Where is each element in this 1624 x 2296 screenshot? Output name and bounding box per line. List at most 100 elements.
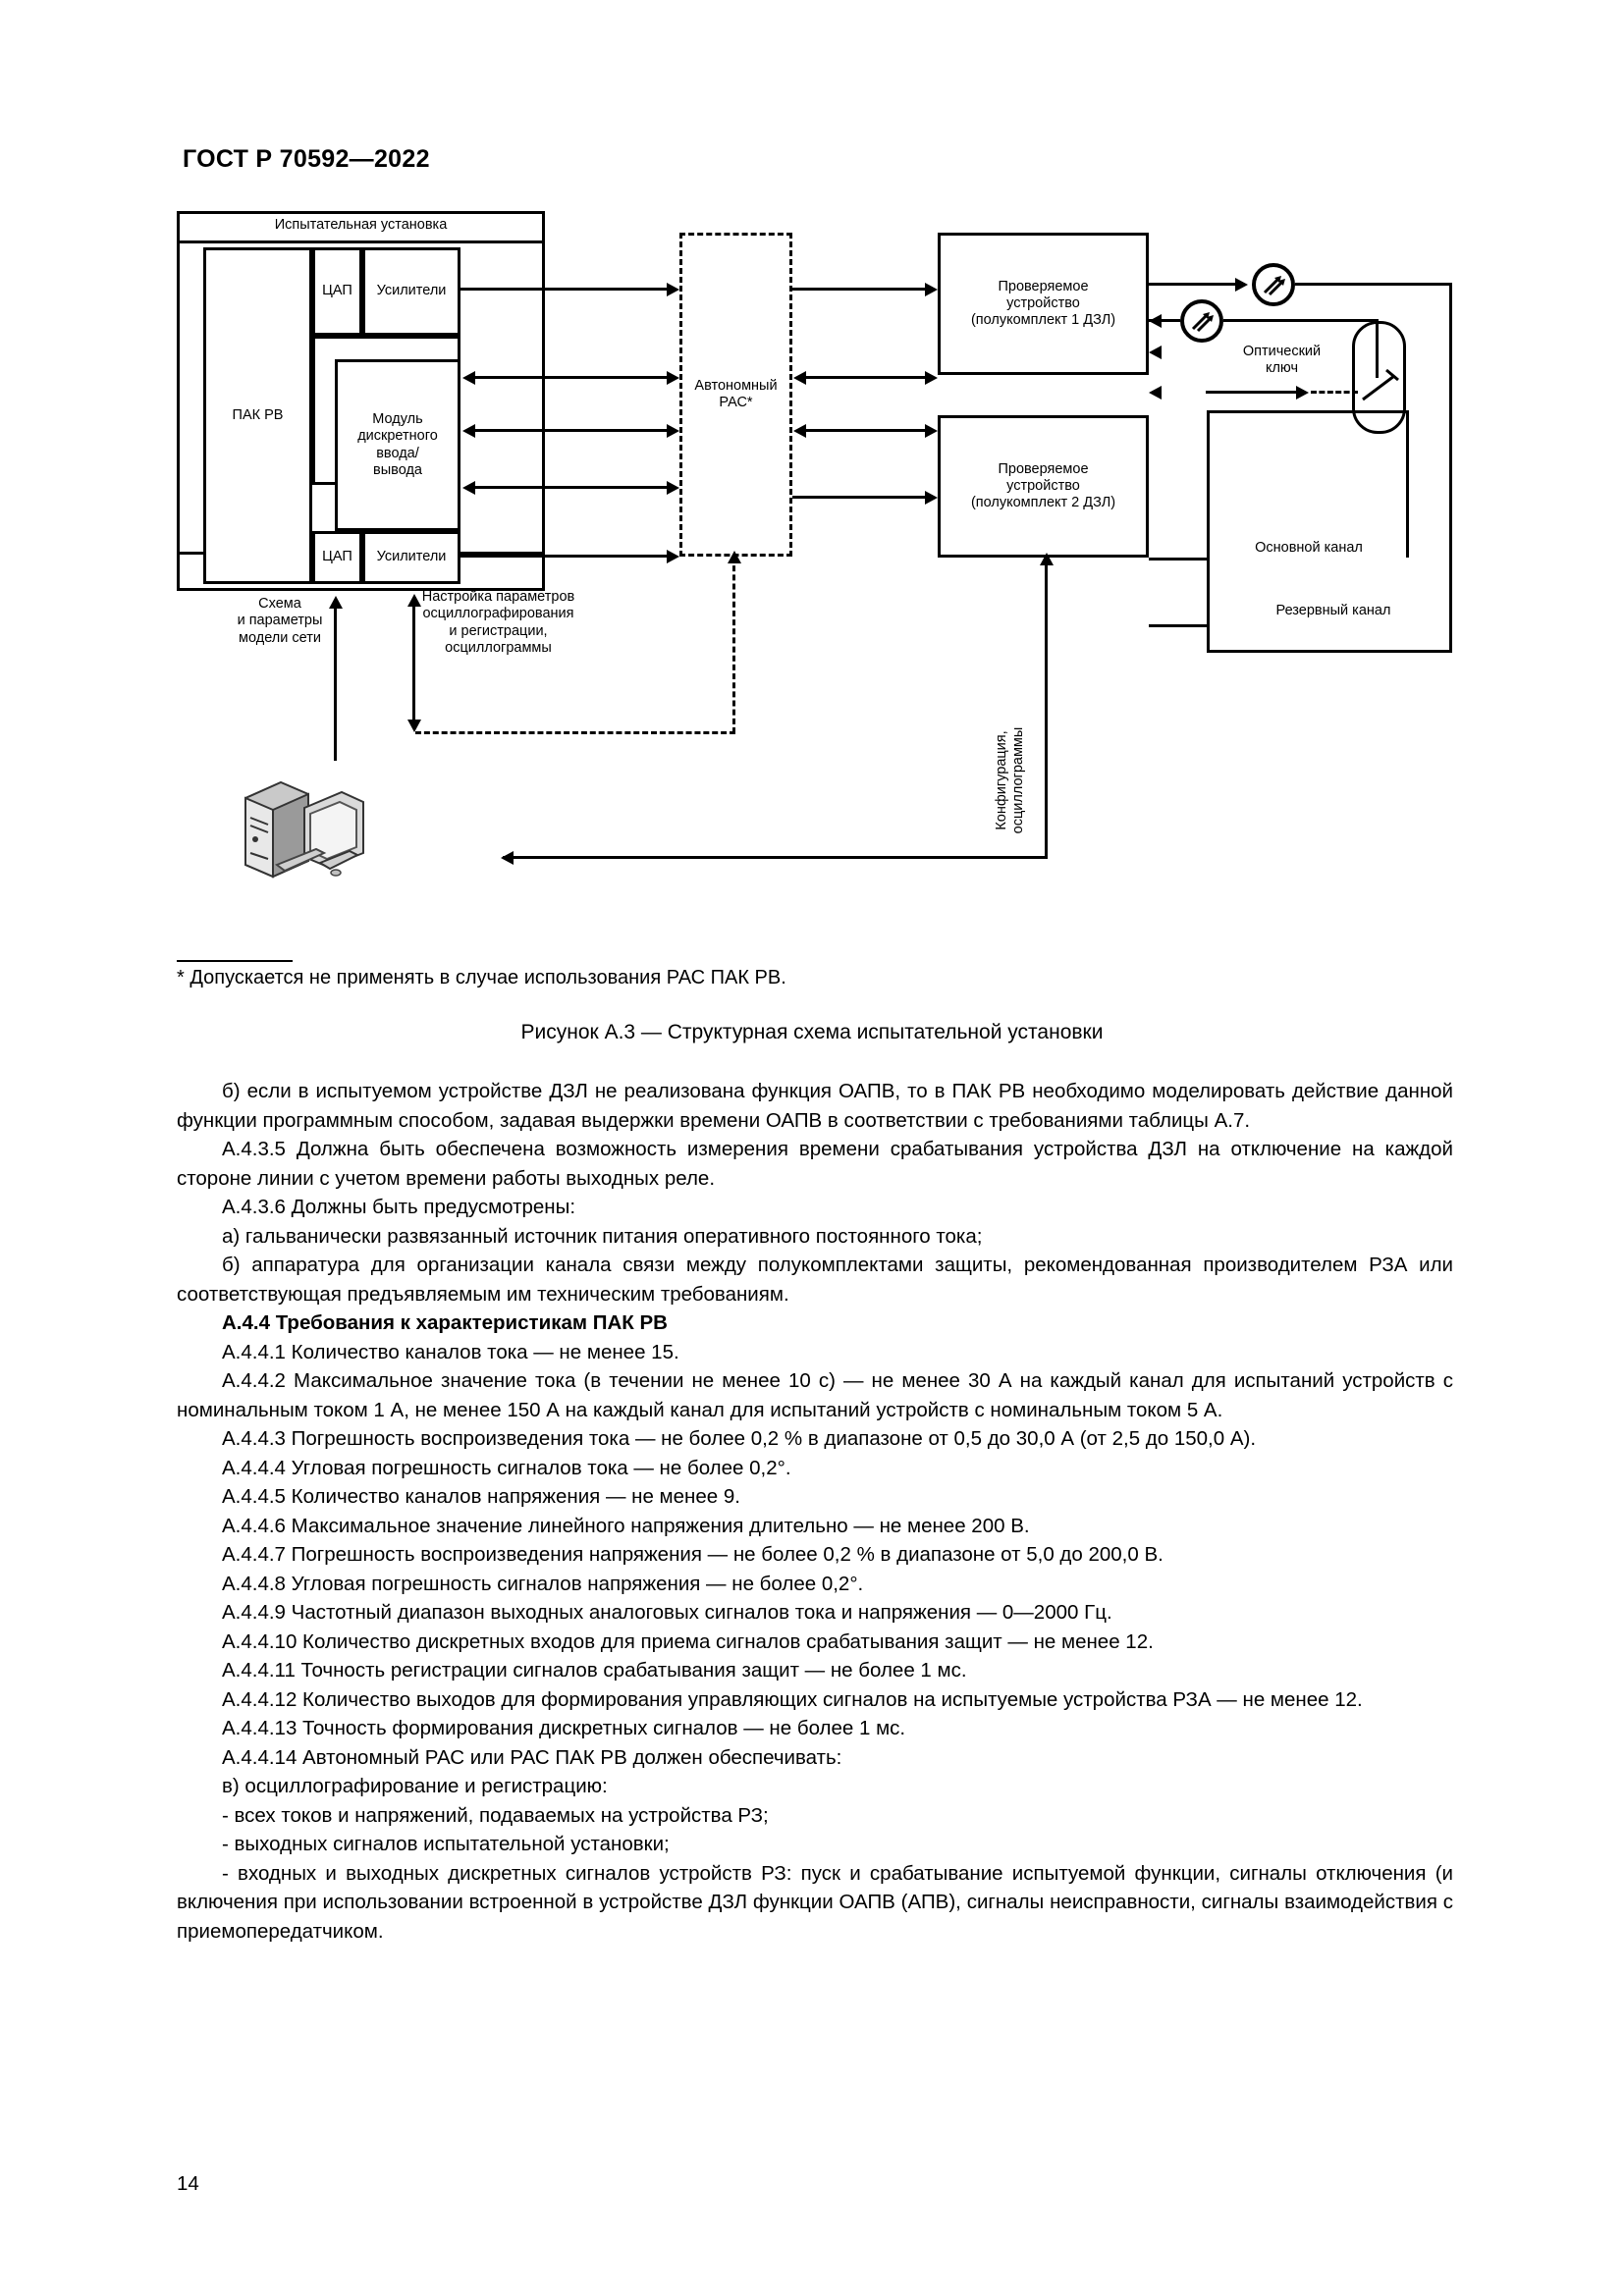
dac-bottom-label: ЦАП	[322, 549, 352, 565]
device-under-test-1-box: Проверяемое устройство (полукомплект 1 Д…	[938, 233, 1149, 375]
arrow-amp-bottom-to-ras	[667, 550, 679, 563]
line-amp-bottom-to-ras	[460, 555, 669, 558]
line-device2-right-feed	[1207, 558, 1210, 652]
amplifiers-top-label: Усилители	[376, 283, 447, 299]
paragraph-a4411: А.4.4.11 Точность регистрации сигналов с…	[222, 1659, 967, 1682]
test-rig-right-spine	[542, 555, 545, 591]
oscillography-settings-label: Настройка параметров осциллографирования…	[421, 589, 575, 657]
paragraph-a448: А.4.4.8 Угловая погрешность сигналов нап…	[222, 1572, 864, 1595]
dashed-control-into-key	[1311, 391, 1358, 394]
optical-key-switch-icon	[1355, 368, 1406, 414]
arrow-osc-settings-up	[407, 594, 421, 607]
dashed-osc-settings-to-ras	[415, 731, 735, 734]
device-2-label: Проверяемое устройство (полукомплект 2 Д…	[970, 460, 1116, 511]
arrow-dio-ras-upper-left	[462, 371, 475, 385]
line-backup-channel-2	[1149, 624, 1210, 627]
line-main-channel-top	[1207, 410, 1409, 413]
paragraph-a44-heading: А.4.4 Требования к характеристикам ПАК Р…	[222, 1311, 668, 1334]
line-dio-ras-upper	[473, 376, 669, 379]
footnote-rule	[177, 960, 293, 962]
paragraph-dash-discrete-signals: - входных и выходных дискретных сигналов…	[177, 1861, 1453, 1943]
paragraph-a4410: А.4.4.10 Количество дискретных входов дл…	[222, 1629, 1154, 1653]
main-channel-label: Основной канал	[1255, 540, 1363, 556]
workstation-computer-illustration	[226, 771, 403, 893]
paragraph-a446: А.4.4.6 Максимальное значение линейного …	[222, 1514, 1030, 1537]
line-osc-settings-vertical	[412, 602, 415, 721]
paragraph-a436: А.4.3.6 Должны быть предусмотрены:	[222, 1196, 576, 1218]
paragraph-b-apparatus: б) аппаратура для организации канала свя…	[177, 1254, 1453, 1306]
backup-channel-label: Резервный канал	[1275, 603, 1391, 618]
line-optic-lower-to-key	[1223, 319, 1379, 322]
paragraph-a-galvanic: а) гальванически развязанный источник пи…	[222, 1224, 983, 1248]
arrow-dio-ras-upper-right	[667, 371, 679, 385]
arrow-into-device1-right-c	[1149, 386, 1162, 400]
line-amp-top-to-ras	[460, 288, 669, 291]
paragraph-a447: А.4.4.7 Погрешность воспроизведения напр…	[222, 1543, 1164, 1566]
arrow-osc-settings-to-ras	[728, 551, 741, 563]
paragraph-a4412: А.4.4.12 Количество выходов для формиров…	[222, 1687, 1363, 1711]
line-dio-ras-lower	[473, 486, 669, 489]
test-rig-title-label: Испытательная установка	[274, 217, 448, 233]
dac-top-label: ЦАП	[322, 283, 352, 299]
line-config-vertical	[1045, 558, 1048, 859]
line-device1-to-optic-upper	[1149, 283, 1237, 286]
arrow-ras-device1-left	[793, 371, 806, 385]
optical-transceiver-upper-icon	[1252, 263, 1295, 306]
line-ras-to-device2	[792, 496, 927, 499]
dac-bottom-box: ЦАП	[312, 531, 362, 584]
line-device1-to-optic-lower	[1149, 319, 1180, 322]
test-rig-bottom-edge	[177, 588, 545, 591]
line-optic-upper-right-rail	[1295, 283, 1452, 286]
paragraph-a445: А.4.4.5 Количество каналов напряжения — …	[222, 1485, 740, 1508]
amplifiers-bottom-label: Усилители	[376, 549, 447, 565]
figure-a3-structural-diagram: Испытательная установка ПАК РВ ЦАП Усили…	[177, 211, 1453, 987]
paragraph-a443: А.4.4.3 Погрешность воспроизведения тока…	[222, 1427, 1257, 1450]
paragraph-a444: А.4.4.4 Угловая погрешность сигналов ток…	[222, 1456, 791, 1479]
arrow-ras-device2-right	[925, 424, 938, 438]
paragraph-b-oapv: б) если в испытуемом устройстве ДЗЛ не р…	[177, 1080, 1453, 1132]
arrow-ras-device2-left	[793, 424, 806, 438]
device-under-test-2-box: Проверяемое устройство (полукомплект 2 Д…	[938, 415, 1149, 558]
device-1-label: Проверяемое устройство (полукомплект 1 Д…	[970, 278, 1116, 329]
arrow-ras-device1-right	[925, 371, 938, 385]
arrow-control-into-key	[1296, 386, 1309, 400]
line-to-key-control	[1206, 391, 1299, 394]
amplifiers-top-box: Усилители	[362, 247, 460, 336]
dio-module-box: Модуль дискретного ввода/ вывода	[335, 359, 460, 531]
line-config-bottom	[503, 856, 1048, 859]
dashed-osc-settings-ras-vertical	[732, 557, 735, 733]
arrow-dio-ras-middle-right	[667, 424, 679, 438]
arrow-amp-top-to-ras	[667, 283, 679, 296]
line-backup-channel	[1149, 558, 1210, 561]
arrow-into-device1-right-a	[1149, 314, 1162, 328]
arrow-network-model-up	[329, 596, 343, 609]
arrow-dio-ras-middle-left	[462, 424, 475, 438]
page-number: 14	[177, 2172, 199, 2195]
arrow-into-device1-right-b	[1149, 346, 1162, 359]
arrow-config-to-pc	[501, 851, 514, 865]
network-model-label: Схема и параметры модели сети	[237, 596, 323, 646]
arrow-device1-to-optic-upper	[1235, 278, 1248, 292]
paragraph-a435: А.4.3.5 Должна быть обеспечена возможнос…	[177, 1138, 1453, 1190]
test-rig-left-spine	[177, 555, 180, 591]
autonomous-ras-box: Автономный РАС*	[679, 233, 792, 557]
optical-transceiver-lower-icon	[1180, 299, 1223, 343]
pak-rv-box: ПАК РВ	[203, 247, 312, 584]
paragraph-v-oscillography: в) осциллографирование и регистрацию:	[222, 1775, 608, 1797]
line-ras-to-device1	[792, 288, 927, 291]
figure-footnote: * Допускается не применять в случае испо…	[177, 967, 786, 988]
line-key-vertical-drop	[1376, 319, 1379, 378]
paragraph-a4414: А.4.4.14 Автономный РАС или РАС ПАК РВ д…	[222, 1745, 842, 1769]
test-rig-title-divider	[180, 240, 542, 243]
arrow-ras-to-device1	[925, 283, 938, 296]
dio-module-label: Модуль дискретного ввода/ вывода	[357, 411, 438, 478]
arrow-ras-to-device2	[925, 491, 938, 505]
line-right-rail-vertical	[1449, 283, 1452, 653]
arrow-dio-ras-lower-right	[667, 481, 679, 495]
line-ras-device1-bidir	[804, 376, 927, 379]
line-main-channel-right	[1406, 410, 1409, 558]
dac-top-box: ЦАП	[312, 247, 362, 336]
line-right-rail-to-bottom	[1207, 650, 1452, 653]
arrow-dio-ras-lower-left	[462, 481, 475, 495]
